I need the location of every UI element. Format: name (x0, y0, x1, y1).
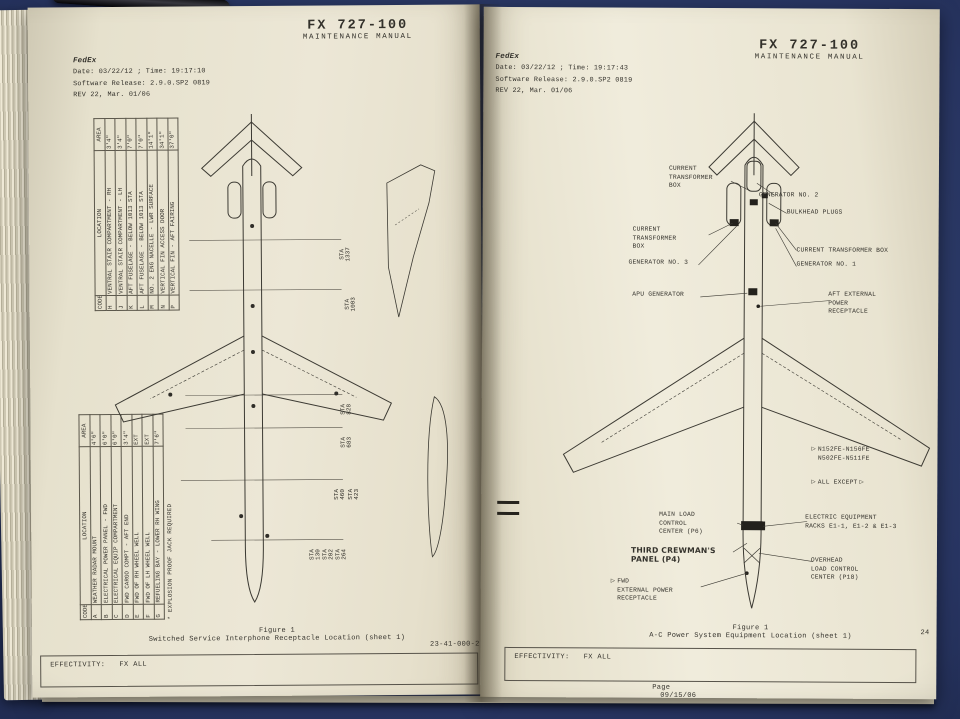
page-reference: 24 (920, 629, 930, 638)
effectivity-tail-numbers: ▷N152FE-N156FE N502FE-N511FE (811, 445, 870, 462)
callout-current-transformer-box: CURRENT TRANSFORMER BOX (668, 164, 713, 189)
release-line: Software Release: 2.9.0.SP2 0819 (73, 78, 211, 88)
wing-right (761, 337, 931, 467)
release-line: Software Release: 2.9.0.SP2 0819 (495, 75, 633, 85)
wing-left (114, 335, 245, 423)
fwd-fuselage-side-view (427, 396, 448, 558)
callout-fwd-external-power-receptacle: ▷FWD EXTERNAL POWER RECEPTACLE (610, 577, 673, 602)
leader-lines (698, 180, 830, 588)
fuselage (742, 156, 764, 609)
aircraft-plan-view-right (562, 113, 931, 609)
manual-title-right: FX 727-100 (759, 38, 861, 54)
footer-page-label: Page (652, 683, 671, 692)
effectivity-triangle-icon: ▷ (859, 478, 864, 487)
manual-subtitle-right: MAINTENANCE MANUAL (754, 53, 865, 62)
print-header-left: FedEx Date: 03/22/12 ; Time: 19:17:10 So… (73, 54, 210, 101)
datetime-line: Date: 03/22/12 ; Time: 19:17:10 (73, 67, 206, 77)
effectivity-box-left: EFFECTIVITY: FX ALL (40, 652, 479, 688)
revision-line: REV 22, Mar. 01/06 (73, 90, 151, 100)
revision-line: REV 22, Mar. 01/06 (495, 86, 573, 96)
effectivity-triangle-icon: ▷ (811, 445, 816, 454)
doc-reference: 23-41-000-2 (430, 640, 480, 649)
callout-generator-no3: GENERATOR NO. 3 (628, 258, 689, 266)
engine-pod-right (262, 181, 277, 219)
engine-pod-right (766, 182, 782, 226)
callout-generator-no1: GENERATOR NO. 1 (796, 260, 857, 268)
print-header-right: FedEx Date: 03/22/12 ; Time: 19:17:43 So… (495, 51, 632, 98)
callout-generator-no2: GENERATOR NO. 2 (758, 191, 819, 199)
callout-aft-external-power-receptacle: AFT EXTERNAL POWER RECEPTACLE (828, 290, 877, 315)
manual-subtitle-left: MAINTENANCE MANUAL (302, 32, 413, 42)
effectivity-triangle-icon: ▷ (610, 577, 616, 586)
station-lines (180, 239, 344, 541)
callout-bulkhead-plugs: BULKHEAD PLUGS (786, 208, 843, 216)
horizontal-stabilizer (200, 121, 303, 177)
left-page: FX 727-100 MAINTENANCE MANUAL FedEx Date… (27, 4, 485, 698)
effectivity-label: EFFECTIVITY: (50, 661, 106, 670)
effectivity-value: FX ALL (119, 660, 148, 669)
fuselage (242, 158, 264, 603)
cockpit-detail (743, 547, 761, 564)
equipment-boxes (729, 193, 779, 575)
wing-right (261, 335, 393, 421)
callout-main-load-control-center: MAIN LOAD CONTROL CENTER (P6) (659, 510, 703, 535)
callout-electric-equipment-racks: ELECTRIC EQUIPMENT RACKS E1-1, E1-2 & E1… (805, 513, 897, 530)
effectivity-label: EFFECTIVITY: (514, 652, 570, 662)
wing-left (562, 337, 745, 473)
aircraft-plan-view-left (114, 114, 448, 603)
col-header-area: AREA (78, 414, 90, 447)
right-page: FedEx Date: 03/22/12 ; Time: 19:17:43 So… (480, 6, 940, 700)
callout-apu-generator: APU GENERATOR (632, 290, 685, 298)
engine-center (746, 160, 762, 192)
callout-current-transformer-box: CURRENT TRANSFORMER BOX (632, 225, 677, 250)
datetime-line: Date: 03/22/12 ; Time: 19:17:43 (495, 64, 629, 73)
callout-current-transformer-box: CURRENT TRANSFORMER BOX (796, 246, 889, 254)
effectivity-all-except: ▷ALL EXCEPT▷ (811, 478, 864, 487)
manual-title-left: FX 727-100 (307, 17, 409, 34)
brand-logo-text: FedEx (495, 52, 520, 61)
effectivity-box-right: EFFECTIVITY: FX ALL (504, 646, 917, 684)
col-header-code: CODE (80, 604, 91, 620)
brand-logo-text: FedEx (72, 57, 97, 66)
aft-fuselage-side-view (386, 164, 436, 318)
figure-caption-right: A-C Power System Equipment Location (she… (649, 631, 852, 641)
engine-pod-left (227, 181, 242, 219)
callout-overhead-load-control-center: OVERHEAD LOAD CONTROL CENTER (P18) (810, 556, 859, 581)
callout-third-crewmans-panel: THIRD CREWMAN'S PANEL (P4) (630, 545, 716, 565)
horizontal-stabilizer (708, 120, 800, 177)
receptacle-location-dots (168, 224, 339, 538)
effectivity-triangle-icon: ▷ (811, 478, 816, 487)
effectivity-value: FX ALL (583, 653, 612, 662)
